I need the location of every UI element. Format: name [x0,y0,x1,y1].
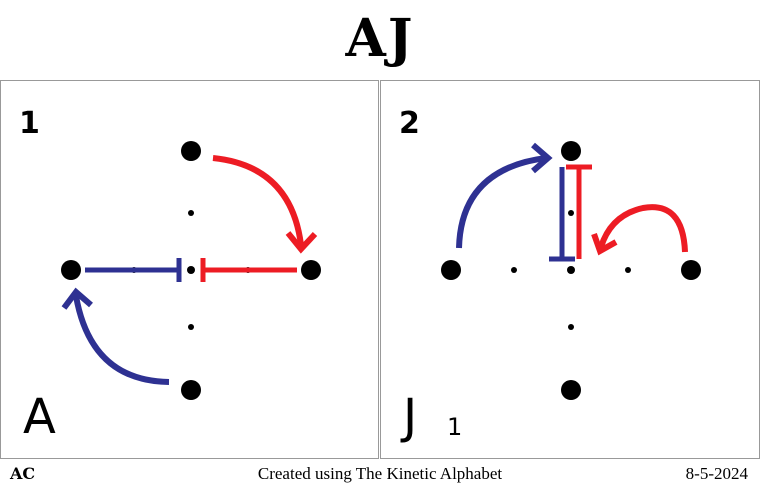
panel-2-letter: J [400,389,417,445]
panel-1-letter: A [23,389,56,445]
blue-curved-arrow [73,295,170,385]
grid-point-center [567,266,575,274]
panel-2-subscript: 1 [447,413,462,441]
page-title: AJ [345,8,415,69]
grid-point-right [301,260,321,280]
grid-point-left [61,260,81,280]
panel-2: 2 J 1 [380,80,760,459]
grid-point-right [681,260,701,280]
grid-point-top [181,141,201,161]
panel-2-diagram: 2 J 1 [399,106,701,445]
grid-point-left-mid [511,267,517,273]
grid-point-upper-mid [188,210,194,216]
date-text: 8-5-2024 [685,464,748,483]
grid-point-center [187,266,195,274]
red-arrowhead [591,233,618,256]
red-curved-arrow [598,204,688,253]
panel-1-diagram: 1 A [19,106,321,445]
panel-1: 1 A [0,80,379,459]
panel-1-number: 1 [19,106,40,141]
blue-arrowhead [531,142,553,174]
grid-point-top [561,141,581,161]
credit-text: Created using The Kinetic Alphabet [257,464,503,483]
grid-point-lower-mid [188,324,194,330]
grid-point-bottom [181,380,201,400]
grid-point-bottom [561,380,581,400]
red-arrowhead [285,231,318,254]
red-curved-arrow [212,155,304,246]
grid-point-lower-mid [568,324,574,330]
grid-point-left [441,260,461,280]
blue-curved-arrow [456,155,547,249]
blue-arrowhead [61,287,93,310]
panel-2-number: 2 [399,106,420,141]
grid-point-right-mid [625,267,631,273]
author-initials: AC [10,464,36,483]
grid-point-upper-mid [568,210,574,216]
